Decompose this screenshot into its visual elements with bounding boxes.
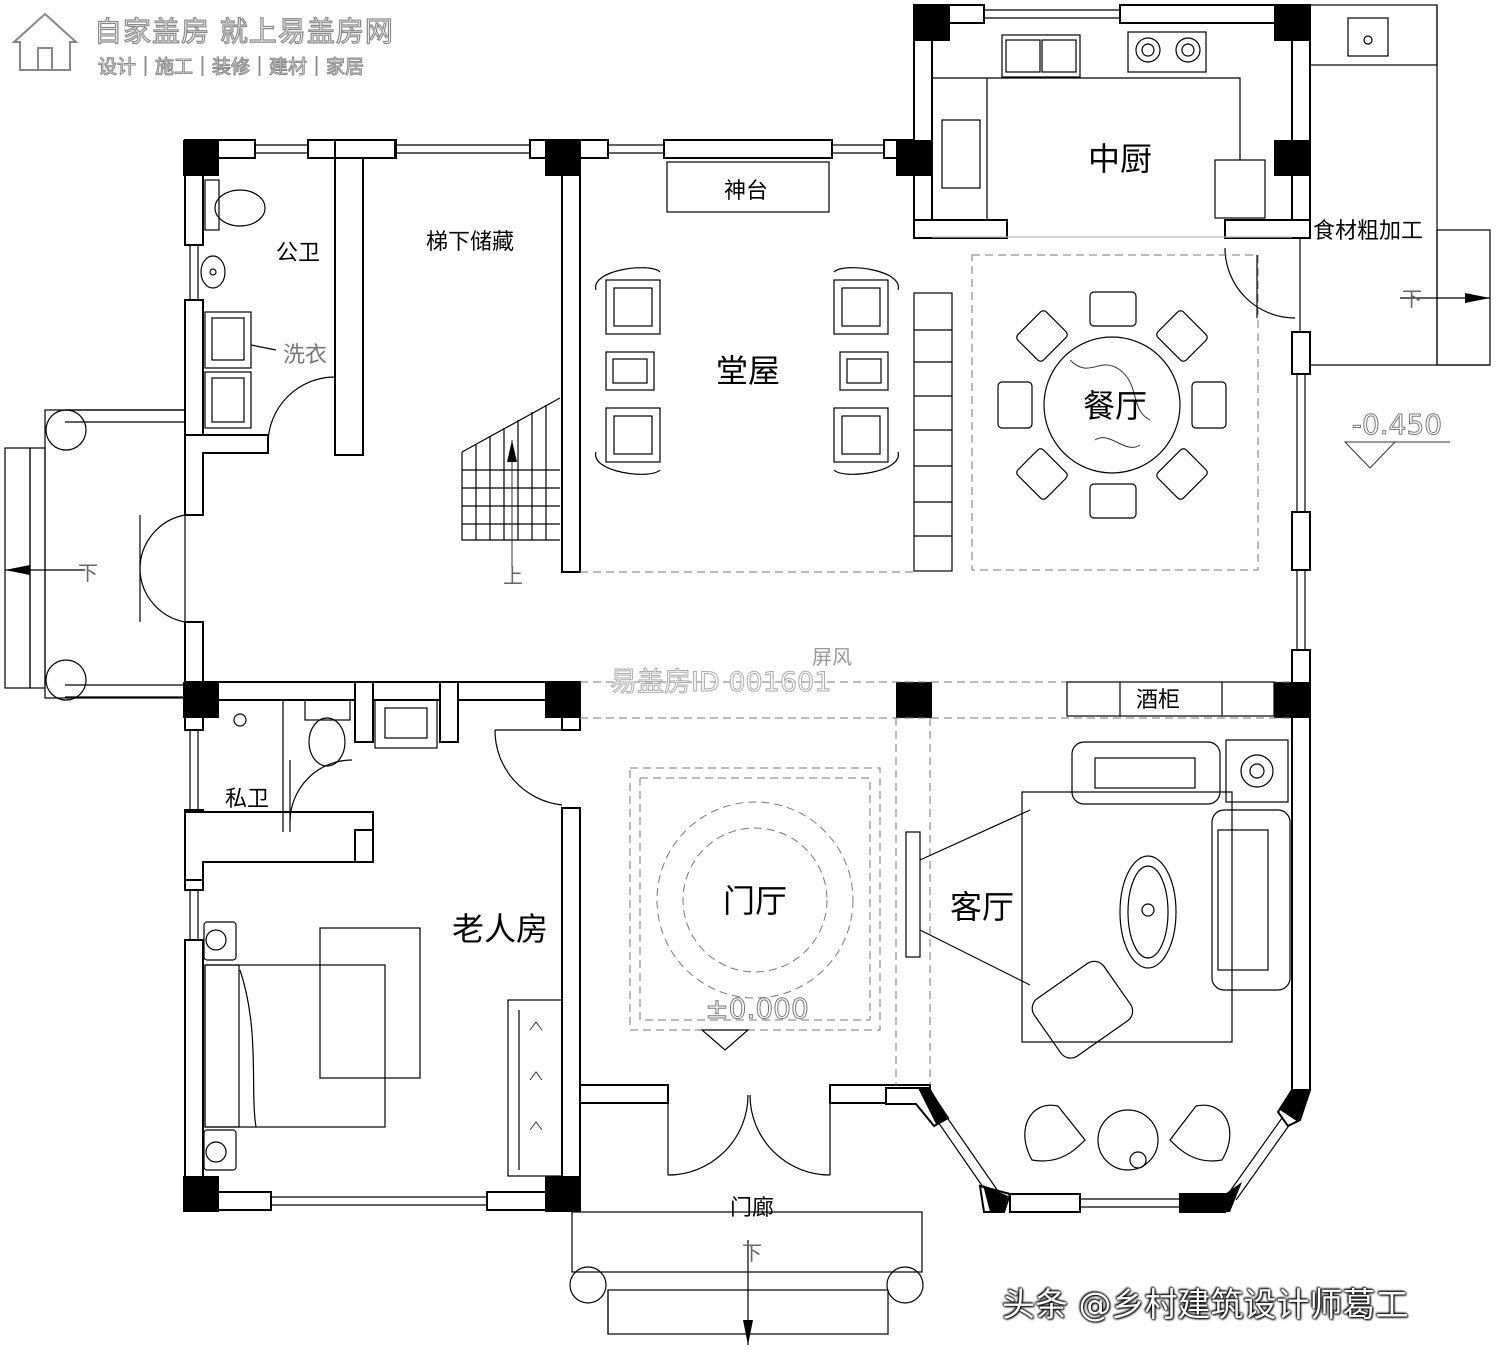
private-toilet-fixtures [233, 699, 438, 832]
down-marker-south: 下 [742, 1241, 762, 1265]
living-room-furniture [1021, 739, 1291, 1171]
elder-bedroom-furniture [203, 921, 563, 1177]
stair [461, 397, 561, 570]
level-indoor: ±0.000 [705, 992, 809, 1025]
brand-watermark: 自家盖房 就上易盖房网 设计｜施工｜装修｜建材｜家居 [10, 8, 410, 79]
label-living-room: 客厅 [950, 888, 1014, 926]
screen-wall [905, 809, 1031, 986]
prep-area-outline [1309, 4, 1491, 366]
plan-id-watermark: 易盖房ID 001601 [609, 667, 832, 699]
level-outdoor: -0.450 [1352, 408, 1442, 441]
room-labels: 公卫 洗衣 梯下储藏 神台 堂屋 中厨 食材粗加工 餐厅 私卫 老人房 门厅 客… [78, 140, 1443, 1265]
level-marker-outdoor [1343, 441, 1450, 469]
public-toilet-fixtures [200, 179, 277, 429]
down-arrow-east-icon [1465, 293, 1490, 303]
down-arrow-west-icon [5, 565, 30, 575]
down-arrow-south-icon [743, 1320, 753, 1345]
west-porch [4, 409, 186, 701]
columns [183, 5, 1310, 1212]
label-screen: 屏风 [812, 645, 852, 669]
area-boundaries [580, 236, 1292, 1085]
label-private-toilet: 私卫 [225, 787, 269, 812]
south-porch [569, 1211, 924, 1345]
author-credit: 头条 @乡村建筑设计师葛工 [1002, 1285, 1409, 1324]
down-marker-west: 下 [78, 561, 98, 585]
label-laundry: 洗衣 [283, 343, 327, 368]
label-dining: 餐厅 [1083, 387, 1147, 425]
label-prep-area: 食材粗加工 [1313, 219, 1423, 244]
main-hall-furniture [595, 161, 953, 572]
stair-up-marker: 上 [503, 564, 523, 588]
label-stair-storage: 梯下储藏 [426, 230, 514, 255]
label-porch: 门廊 [730, 1196, 774, 1221]
label-wine-cabinet: 酒柜 [1136, 688, 1180, 713]
label-shrine: 神台 [724, 179, 768, 204]
kitchen-fixtures [932, 31, 1266, 220]
label-elder-bedroom: 老人房 [452, 910, 548, 948]
stair-up-arrow-icon [507, 440, 517, 462]
brand-services: 设计｜施工｜装修｜建材｜家居 [97, 56, 365, 79]
brand-slogan: 自家盖房 就上易盖房网 [93, 14, 394, 48]
label-public-toilet: 公卫 [276, 241, 320, 266]
label-kitchen: 中厨 [1088, 140, 1152, 178]
down-marker-east: 下 [1402, 287, 1422, 311]
label-foyer: 门厅 [723, 882, 787, 920]
foyer-details [700, 1029, 750, 1051]
label-main-hall: 堂屋 [716, 352, 780, 390]
doors [139, 247, 1296, 1176]
dining-table [997, 291, 1227, 519]
wine-cabinet [1066, 681, 1275, 717]
house-logo-icon [11, 12, 79, 71]
